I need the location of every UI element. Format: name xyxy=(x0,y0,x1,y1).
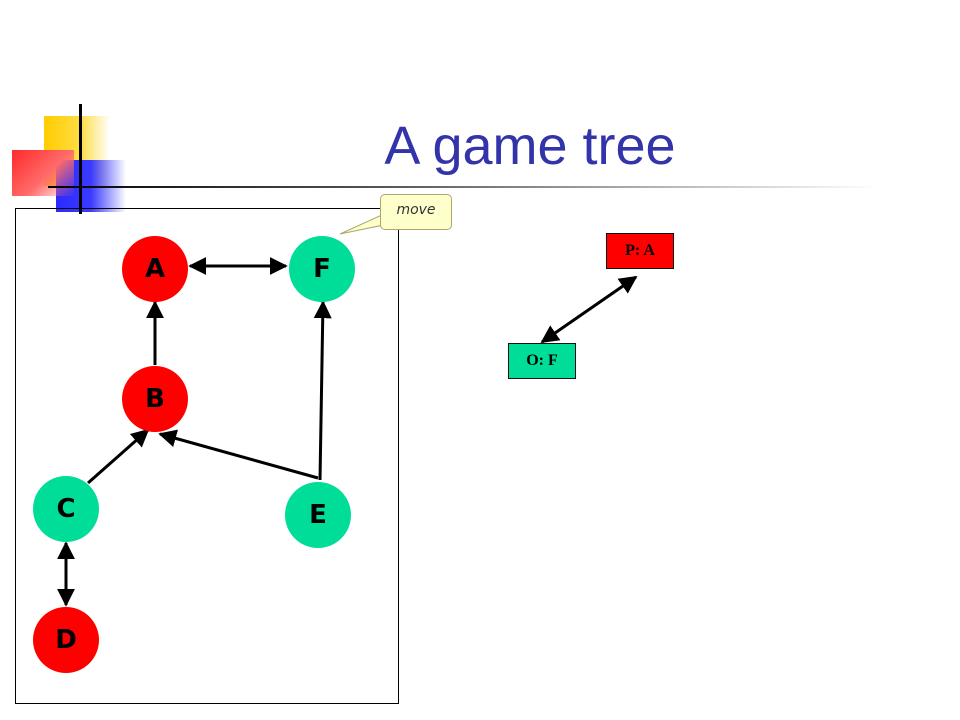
edge-e-f xyxy=(313,300,332,481)
edge-c-b xyxy=(87,428,150,485)
graph-node-a: A xyxy=(122,236,188,302)
move-callout: move xyxy=(380,194,452,230)
slide-title: A game tree xyxy=(384,116,676,176)
tree-edge-root-child1 xyxy=(540,275,638,344)
decor-vertical-line xyxy=(79,104,82,214)
decor-red-square xyxy=(12,150,74,196)
graph-node-b: B xyxy=(122,366,188,432)
graph-node-f: F xyxy=(289,236,355,302)
tree-node-child1: O: F xyxy=(508,343,576,379)
graph-frame xyxy=(15,208,399,704)
graph-node-d: D xyxy=(33,607,99,673)
graph-node-c: C xyxy=(33,476,99,542)
edge-e-b xyxy=(158,429,319,480)
tree-node-root: P: A xyxy=(606,233,674,269)
graph-node-e: E xyxy=(285,482,351,548)
title-underline xyxy=(48,186,878,188)
